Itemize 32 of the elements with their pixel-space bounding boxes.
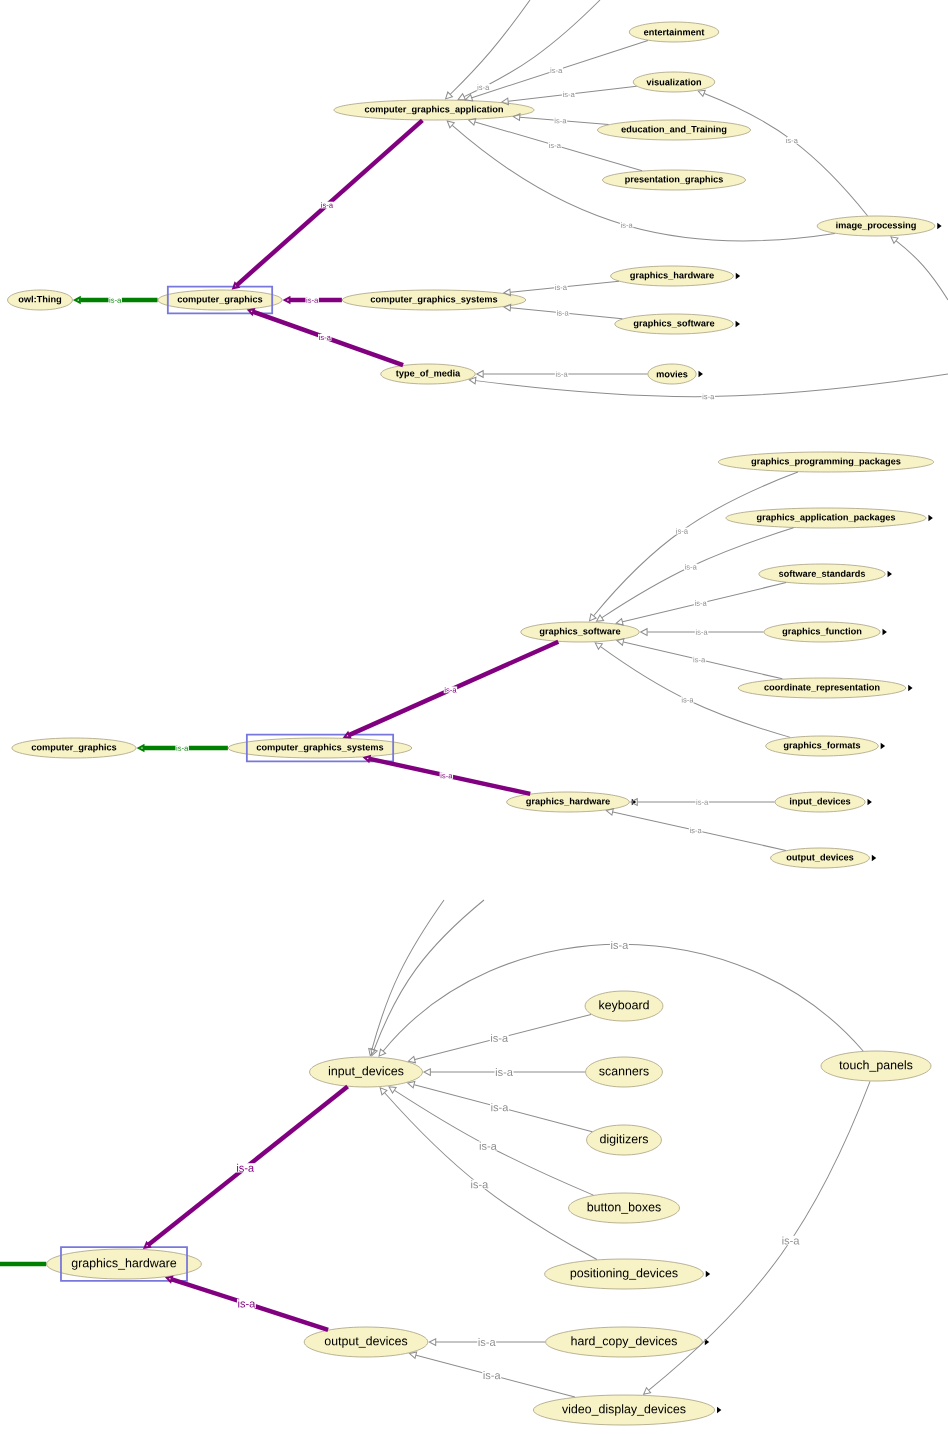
arrow [423,1068,586,1076]
arrow [615,582,787,626]
arrow [503,303,623,320]
arrow [503,280,620,297]
arrow [468,118,643,172]
arrow [501,85,638,106]
arrow [409,1351,576,1398]
arrow [468,373,948,398]
arrow [407,1013,592,1064]
arrow [445,0,531,100]
arrow [378,943,864,1057]
arrow [605,808,787,851]
arrow [616,638,783,680]
arrow [512,113,610,126]
arrow [368,899,445,1057]
arrow [596,527,795,622]
arrow [407,1080,593,1133]
arrow [640,628,764,636]
arrow [476,370,648,378]
arrow [388,1086,594,1196]
arrow [630,798,776,806]
arrow [465,40,649,102]
arrow [428,1338,546,1346]
arrow [594,642,791,738]
arrow [446,120,836,242]
arrow [697,89,868,217]
arrow [457,0,601,101]
arrow [370,899,485,1057]
arrow [643,1080,871,1395]
arrow [890,236,948,301]
arrow [379,1087,598,1261]
arrow [588,471,799,622]
